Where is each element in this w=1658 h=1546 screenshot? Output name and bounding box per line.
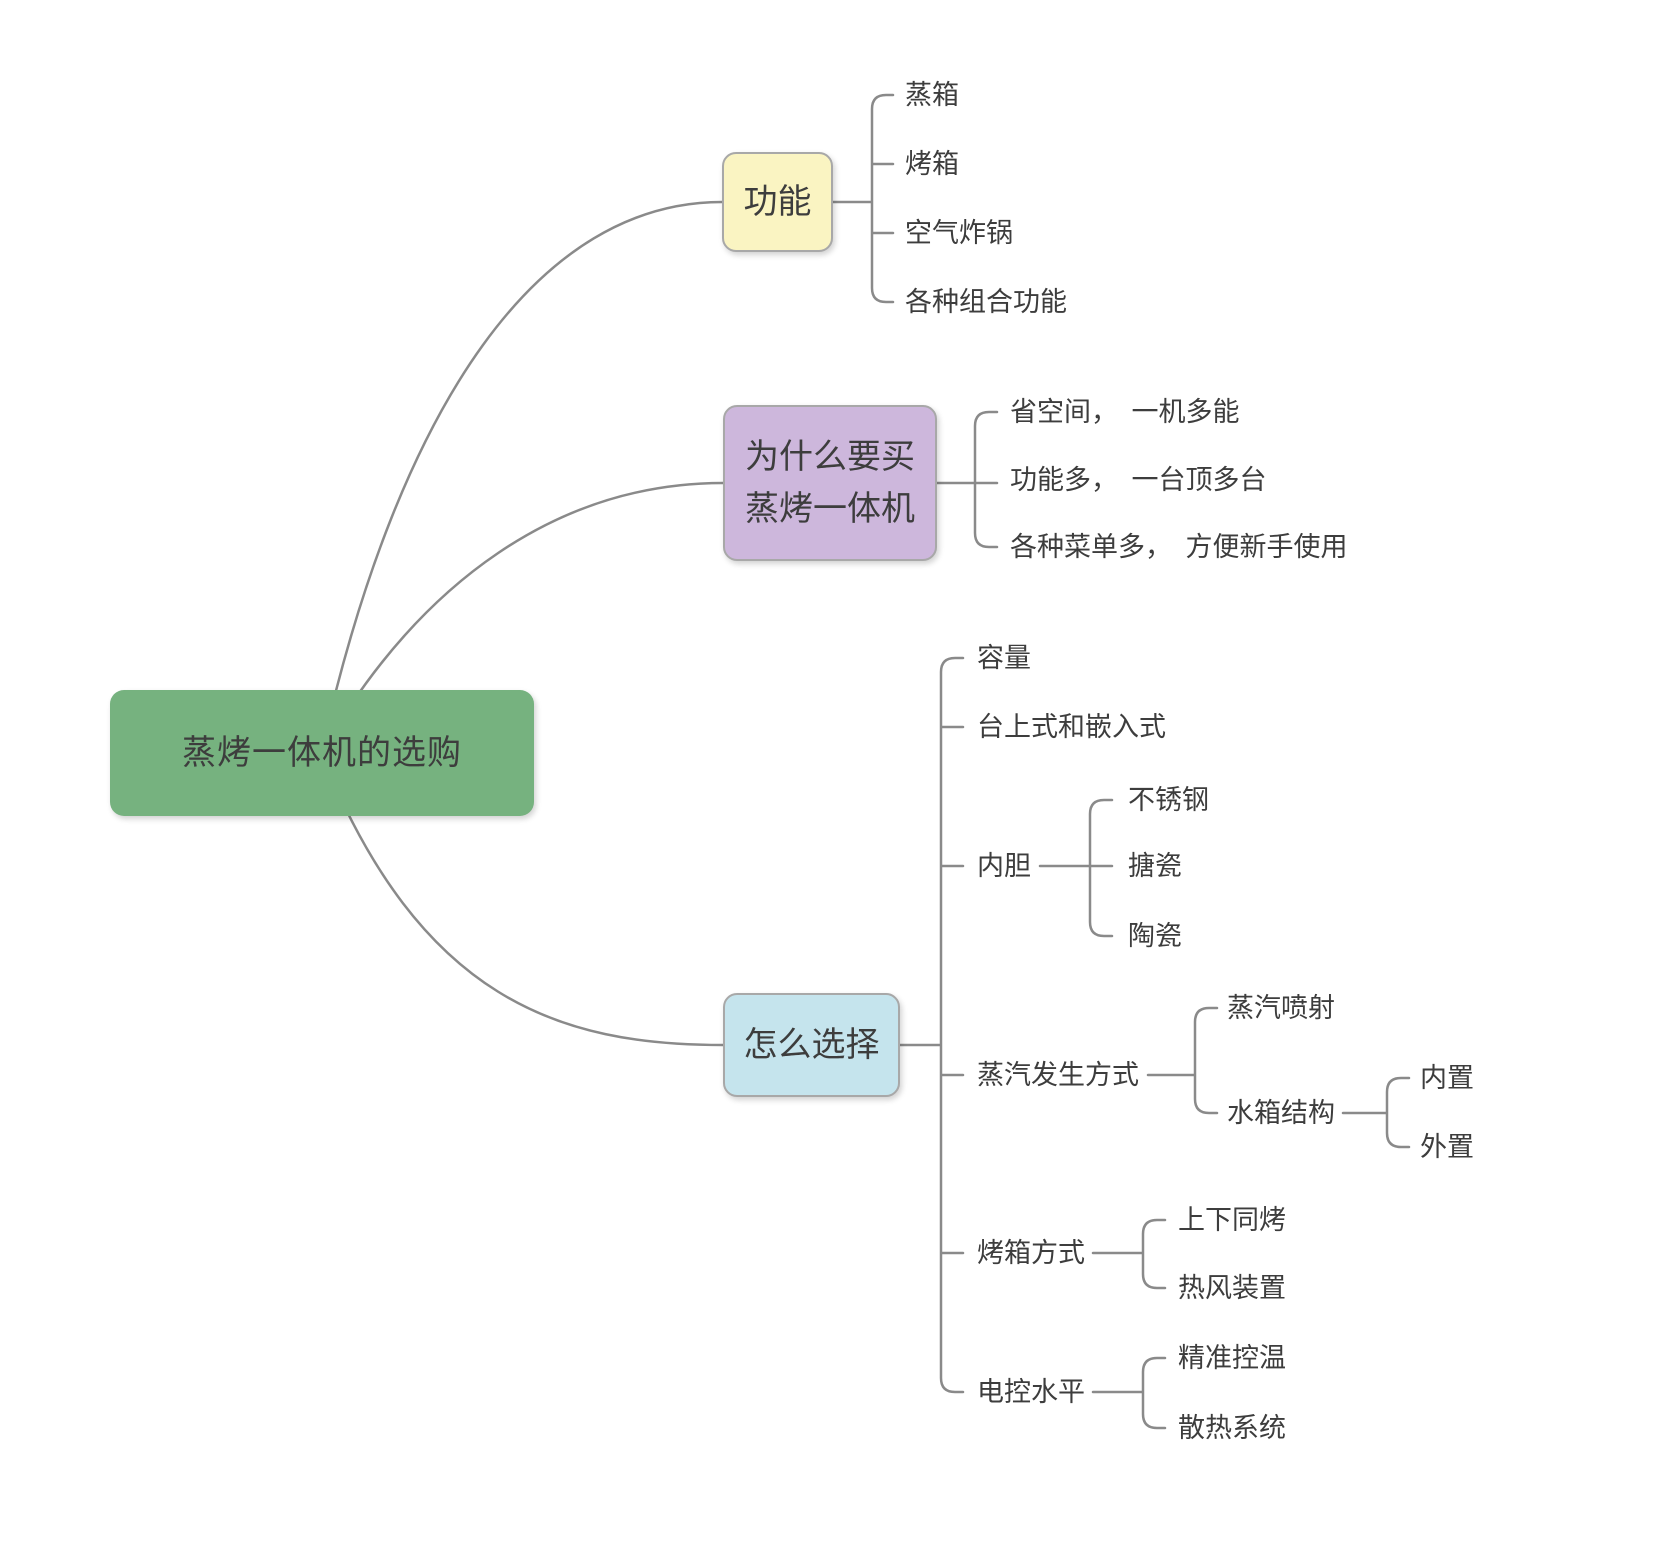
leaf-hot-air-device[interactable]: 热风装置: [1178, 1273, 1286, 1303]
bracket-why: [935, 410, 999, 549]
branch-how-label: 怎么选择: [743, 1026, 880, 1064]
leaf-ceramic[interactable]: 陶瓷: [1128, 921, 1182, 951]
node-steam-generation[interactable]: 蒸汽发生方式: [977, 1060, 1139, 1090]
leaf-external-tank[interactable]: 外置: [1420, 1132, 1474, 1162]
bracket-how: [898, 656, 965, 1394]
root-node[interactable]: 蒸烤一体机的选购: [110, 690, 534, 816]
leaf-multi-function[interactable]: 功能多， 一台顶多台: [1010, 465, 1267, 495]
branch-node-functions[interactable]: 功能: [722, 152, 833, 252]
leaf-save-space[interactable]: 省空间， 一机多能: [1010, 397, 1240, 427]
leaf-bake-oven[interactable]: 烤箱: [905, 149, 959, 179]
leaf-top-bottom-bake[interactable]: 上下同烤: [1178, 1205, 1286, 1235]
root-node-label: 蒸烤一体机的选购: [182, 734, 462, 772]
bracket-functions: [831, 93, 895, 304]
curve-root-to-functions: [319, 200, 724, 755]
leaf-capacity[interactable]: 容量: [977, 643, 1031, 673]
leaf-steam-oven[interactable]: 蒸箱: [905, 80, 959, 110]
leaf-air-fryer[interactable]: 空气炸锅: [905, 218, 1013, 248]
node-baking-mode[interactable]: 烤箱方式: [977, 1238, 1085, 1268]
leaf-countertop-vs-builtin[interactable]: 台上式和嵌入式: [977, 712, 1166, 742]
branch-why-label-line1: 为什么要买: [745, 438, 915, 476]
branch-why-label-line2: 蒸烤一体机: [745, 490, 915, 528]
leaf-steam-injection[interactable]: 蒸汽喷射: [1227, 993, 1335, 1023]
bracket-tank: [1341, 1076, 1411, 1149]
leaf-built-in-tank[interactable]: 内置: [1420, 1063, 1474, 1093]
leaf-enamel[interactable]: 搪瓷: [1128, 851, 1182, 881]
node-electronic-control[interactable]: 电控水平: [977, 1377, 1085, 1407]
bracket-steam: [1146, 1006, 1219, 1115]
branch-node-why-buy[interactable]: 为什么要买 蒸烤一体机: [723, 405, 937, 561]
node-water-tank-structure[interactable]: 水箱结构: [1227, 1098, 1335, 1128]
leaf-cooling-system[interactable]: 散热系统: [1178, 1413, 1286, 1443]
node-inner-liner[interactable]: 内胆: [977, 851, 1031, 881]
leaf-precise-temp-control[interactable]: 精准控温: [1178, 1343, 1286, 1373]
branch-functions-label: 功能: [743, 183, 812, 221]
leaf-stainless-steel[interactable]: 不锈钢: [1128, 785, 1209, 815]
bracket-liner: [1038, 798, 1114, 938]
bracket-control: [1091, 1356, 1167, 1430]
leaf-many-menus[interactable]: 各种菜单多， 方便新手使用: [1010, 532, 1348, 562]
bracket-bake: [1091, 1218, 1167, 1290]
leaf-combo-functions[interactable]: 各种组合功能: [905, 287, 1067, 317]
branch-node-how-choose[interactable]: 怎么选择: [723, 993, 900, 1097]
curve-root-to-why: [319, 481, 725, 755]
curve-root-to-how: [319, 751, 725, 1047]
